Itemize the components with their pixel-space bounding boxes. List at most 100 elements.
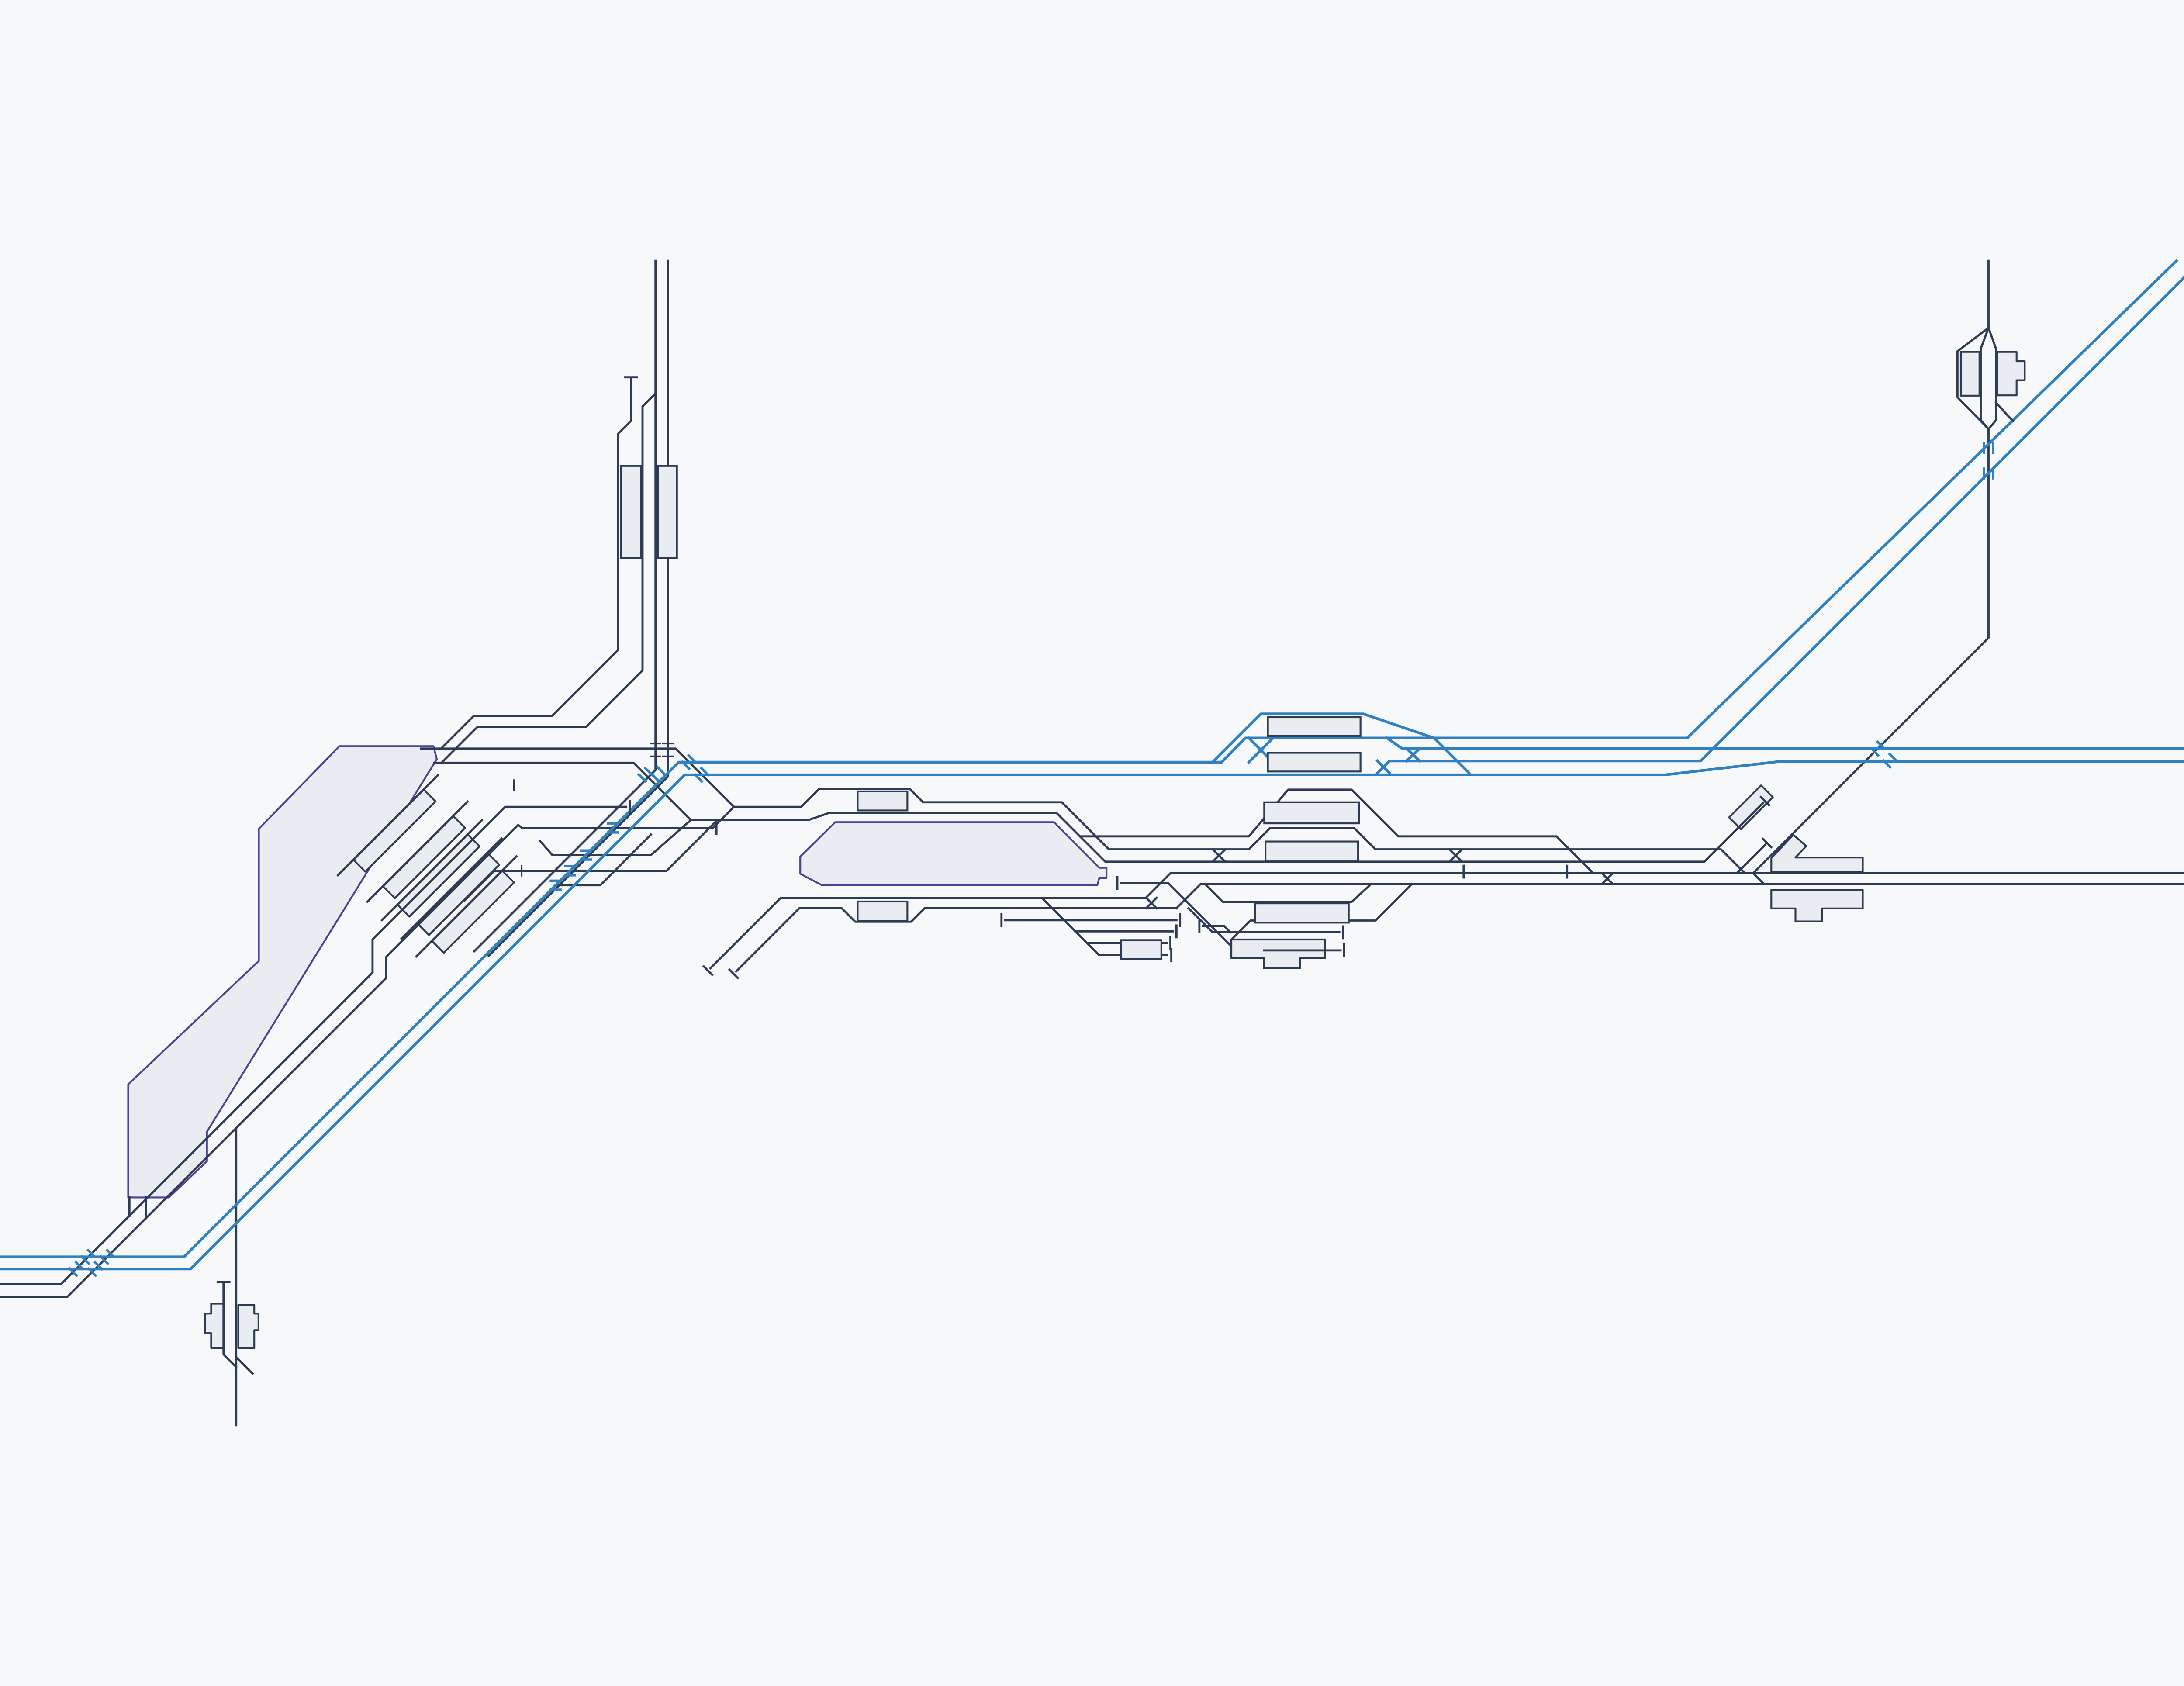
crossing-dash-stroke bbox=[1888, 752, 1898, 763]
crossing-dash-stroke bbox=[693, 773, 704, 783]
buffer-stop-layer bbox=[216, 376, 2015, 1375]
crossover-yard-b bbox=[1144, 896, 1158, 910]
central-south-line-1 bbox=[708, 897, 1147, 970]
east-main-1 bbox=[1144, 872, 2184, 900]
buffer-stop-icon bbox=[728, 968, 740, 980]
crossing-dash-icon bbox=[649, 765, 666, 782]
north-platform-2 bbox=[657, 465, 678, 559]
central-station-area bbox=[799, 821, 1108, 886]
ne-icon-bypass bbox=[1956, 326, 1990, 431]
crossing-dash-stroke bbox=[687, 753, 698, 764]
crossing-dash-stroke bbox=[1876, 740, 1887, 751]
buffer-stop-icon bbox=[2003, 411, 2015, 423]
terminus-siding-d bbox=[463, 819, 719, 902]
sw-icon-branch bbox=[235, 1064, 300, 1427]
yard-stub-west bbox=[1202, 925, 1232, 934]
station-area-layer bbox=[127, 351, 2026, 1349]
crossing-dash-stroke bbox=[681, 760, 691, 770]
mid-station-platform-2 bbox=[1265, 840, 1359, 863]
east-station-upper-platform bbox=[1770, 834, 1864, 873]
crossing-dash-stroke bbox=[74, 1261, 85, 1271]
buffer-stop-icon bbox=[1759, 795, 1771, 807]
vertical-main-2 bbox=[487, 259, 669, 957]
crossing-dash-stroke bbox=[99, 1255, 110, 1265]
crossing-dash-stroke bbox=[637, 773, 648, 783]
blue-crossover-2b bbox=[1404, 746, 1422, 763]
main-line-1 bbox=[419, 747, 1746, 875]
crossing-dash-icon bbox=[1983, 442, 1994, 454]
ne-icon-platform-left bbox=[1959, 351, 1980, 397]
mid-station-loop-north bbox=[1078, 788, 1595, 875]
yard-stub-north bbox=[1120, 882, 1232, 947]
blue-station-platform-2 bbox=[1267, 752, 1362, 773]
crossing-dash-stroke bbox=[656, 765, 666, 776]
terminus-track-g2 bbox=[366, 800, 469, 904]
yard-area bbox=[1230, 938, 1326, 969]
blue-crossover-4 bbox=[1375, 759, 1392, 775]
blue-route-layer bbox=[0, 259, 2184, 1271]
east-diag-platform bbox=[1728, 784, 1774, 830]
mid-station-platform-1 bbox=[1263, 801, 1360, 825]
sw-icon-platform-right bbox=[237, 1304, 259, 1349]
crossover-east-2b bbox=[1448, 848, 1464, 864]
blue-station-platform-1 bbox=[1267, 716, 1362, 737]
east-diag-siding-2 bbox=[1735, 843, 1767, 875]
crossing-dash-stroke bbox=[105, 1248, 116, 1259]
terminus-track-g1 bbox=[336, 774, 440, 877]
buffer-stop-icon bbox=[242, 1364, 254, 1375]
crossing-dash-icon bbox=[607, 822, 619, 834]
crossing-dash-icon bbox=[80, 1248, 97, 1265]
crossing-dash-stroke bbox=[86, 1248, 97, 1259]
crossing-dash-icon bbox=[87, 1261, 104, 1278]
crossing-dash-icon bbox=[99, 1248, 116, 1265]
blue-crossover-1b bbox=[1247, 736, 1275, 764]
crossing-dash-icon bbox=[580, 849, 592, 861]
crossover-east-1b bbox=[1211, 848, 1227, 864]
central-platform-north bbox=[857, 790, 909, 812]
vertical-main-1 bbox=[473, 259, 657, 953]
yard-small-platform bbox=[1120, 939, 1162, 960]
blue-route-1 bbox=[0, 259, 2179, 1258]
buffer-stop-icon bbox=[1761, 837, 1773, 849]
crossing-dash-icon bbox=[549, 879, 562, 891]
crossing-dash-icon bbox=[564, 865, 577, 877]
mid-station-platform-3 bbox=[1254, 902, 1350, 924]
east-station-lower-platform bbox=[1770, 888, 1864, 922]
central-platform-south bbox=[857, 900, 909, 922]
crossing-dash-stroke bbox=[68, 1267, 79, 1278]
sw-icon-parallel bbox=[222, 1281, 238, 1369]
crossing-dash-stroke bbox=[699, 766, 710, 777]
crossing-dash-icon bbox=[693, 766, 710, 783]
blue-crossover-3 bbox=[1432, 736, 1471, 775]
crossing-dash-icon bbox=[68, 1261, 85, 1278]
north-link-s2 bbox=[440, 392, 657, 764]
blue-station-loop bbox=[1210, 712, 1436, 764]
ne-icon-platform-right bbox=[1996, 351, 2026, 397]
crossing-dash-stroke bbox=[93, 1261, 104, 1271]
terminus-track-g5 bbox=[415, 854, 518, 958]
crossing-dash-icon bbox=[1881, 752, 1898, 769]
crossover-east-3b bbox=[1600, 871, 1614, 886]
terminus-track-g3 bbox=[380, 819, 484, 922]
northeast-branch-link bbox=[1752, 871, 1766, 886]
crossing-dash-stroke bbox=[1869, 746, 1880, 757]
blue-route-2 bbox=[0, 760, 2184, 1271]
north-platform-1 bbox=[620, 465, 642, 559]
terminus-track-g4 bbox=[400, 837, 503, 940]
crossing-dash-icon bbox=[681, 753, 698, 770]
crossing-mark-layer bbox=[68, 442, 1994, 1278]
terminus-approach-1 bbox=[0, 805, 628, 1285]
crossing-dash-stroke bbox=[87, 1267, 97, 1278]
main-line-2 bbox=[433, 761, 1765, 863]
crossing-dash-icon bbox=[1983, 467, 1994, 480]
crossing-dash-stroke bbox=[80, 1255, 90, 1265]
crossing-dash-stroke bbox=[1881, 759, 1892, 769]
yard-line-south bbox=[1187, 906, 1341, 933]
terminus-siding-c bbox=[538, 819, 692, 857]
buffer-stop-icon bbox=[702, 965, 714, 977]
joint-tick-layer bbox=[513, 743, 674, 877]
ne-icon-lens-right bbox=[1987, 326, 1997, 431]
platform-layer bbox=[620, 351, 1980, 960]
